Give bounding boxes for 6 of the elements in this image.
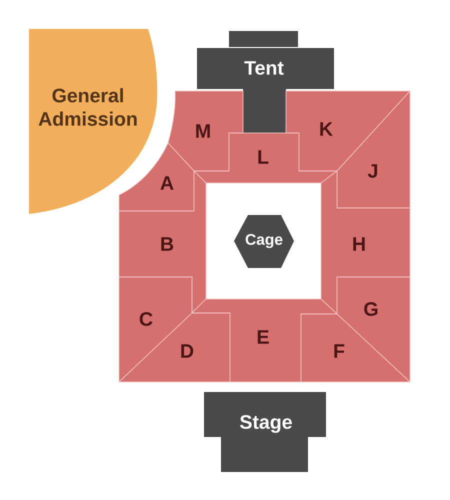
seating-section: A <box>118 142 194 212</box>
seating-section: M <box>168 90 244 172</box>
seating-section: J <box>336 90 410 208</box>
cage-hexagon: Cage <box>234 215 294 268</box>
stage-block: Stage <box>204 392 326 472</box>
general-admission-area: General Admission <box>29 29 158 214</box>
